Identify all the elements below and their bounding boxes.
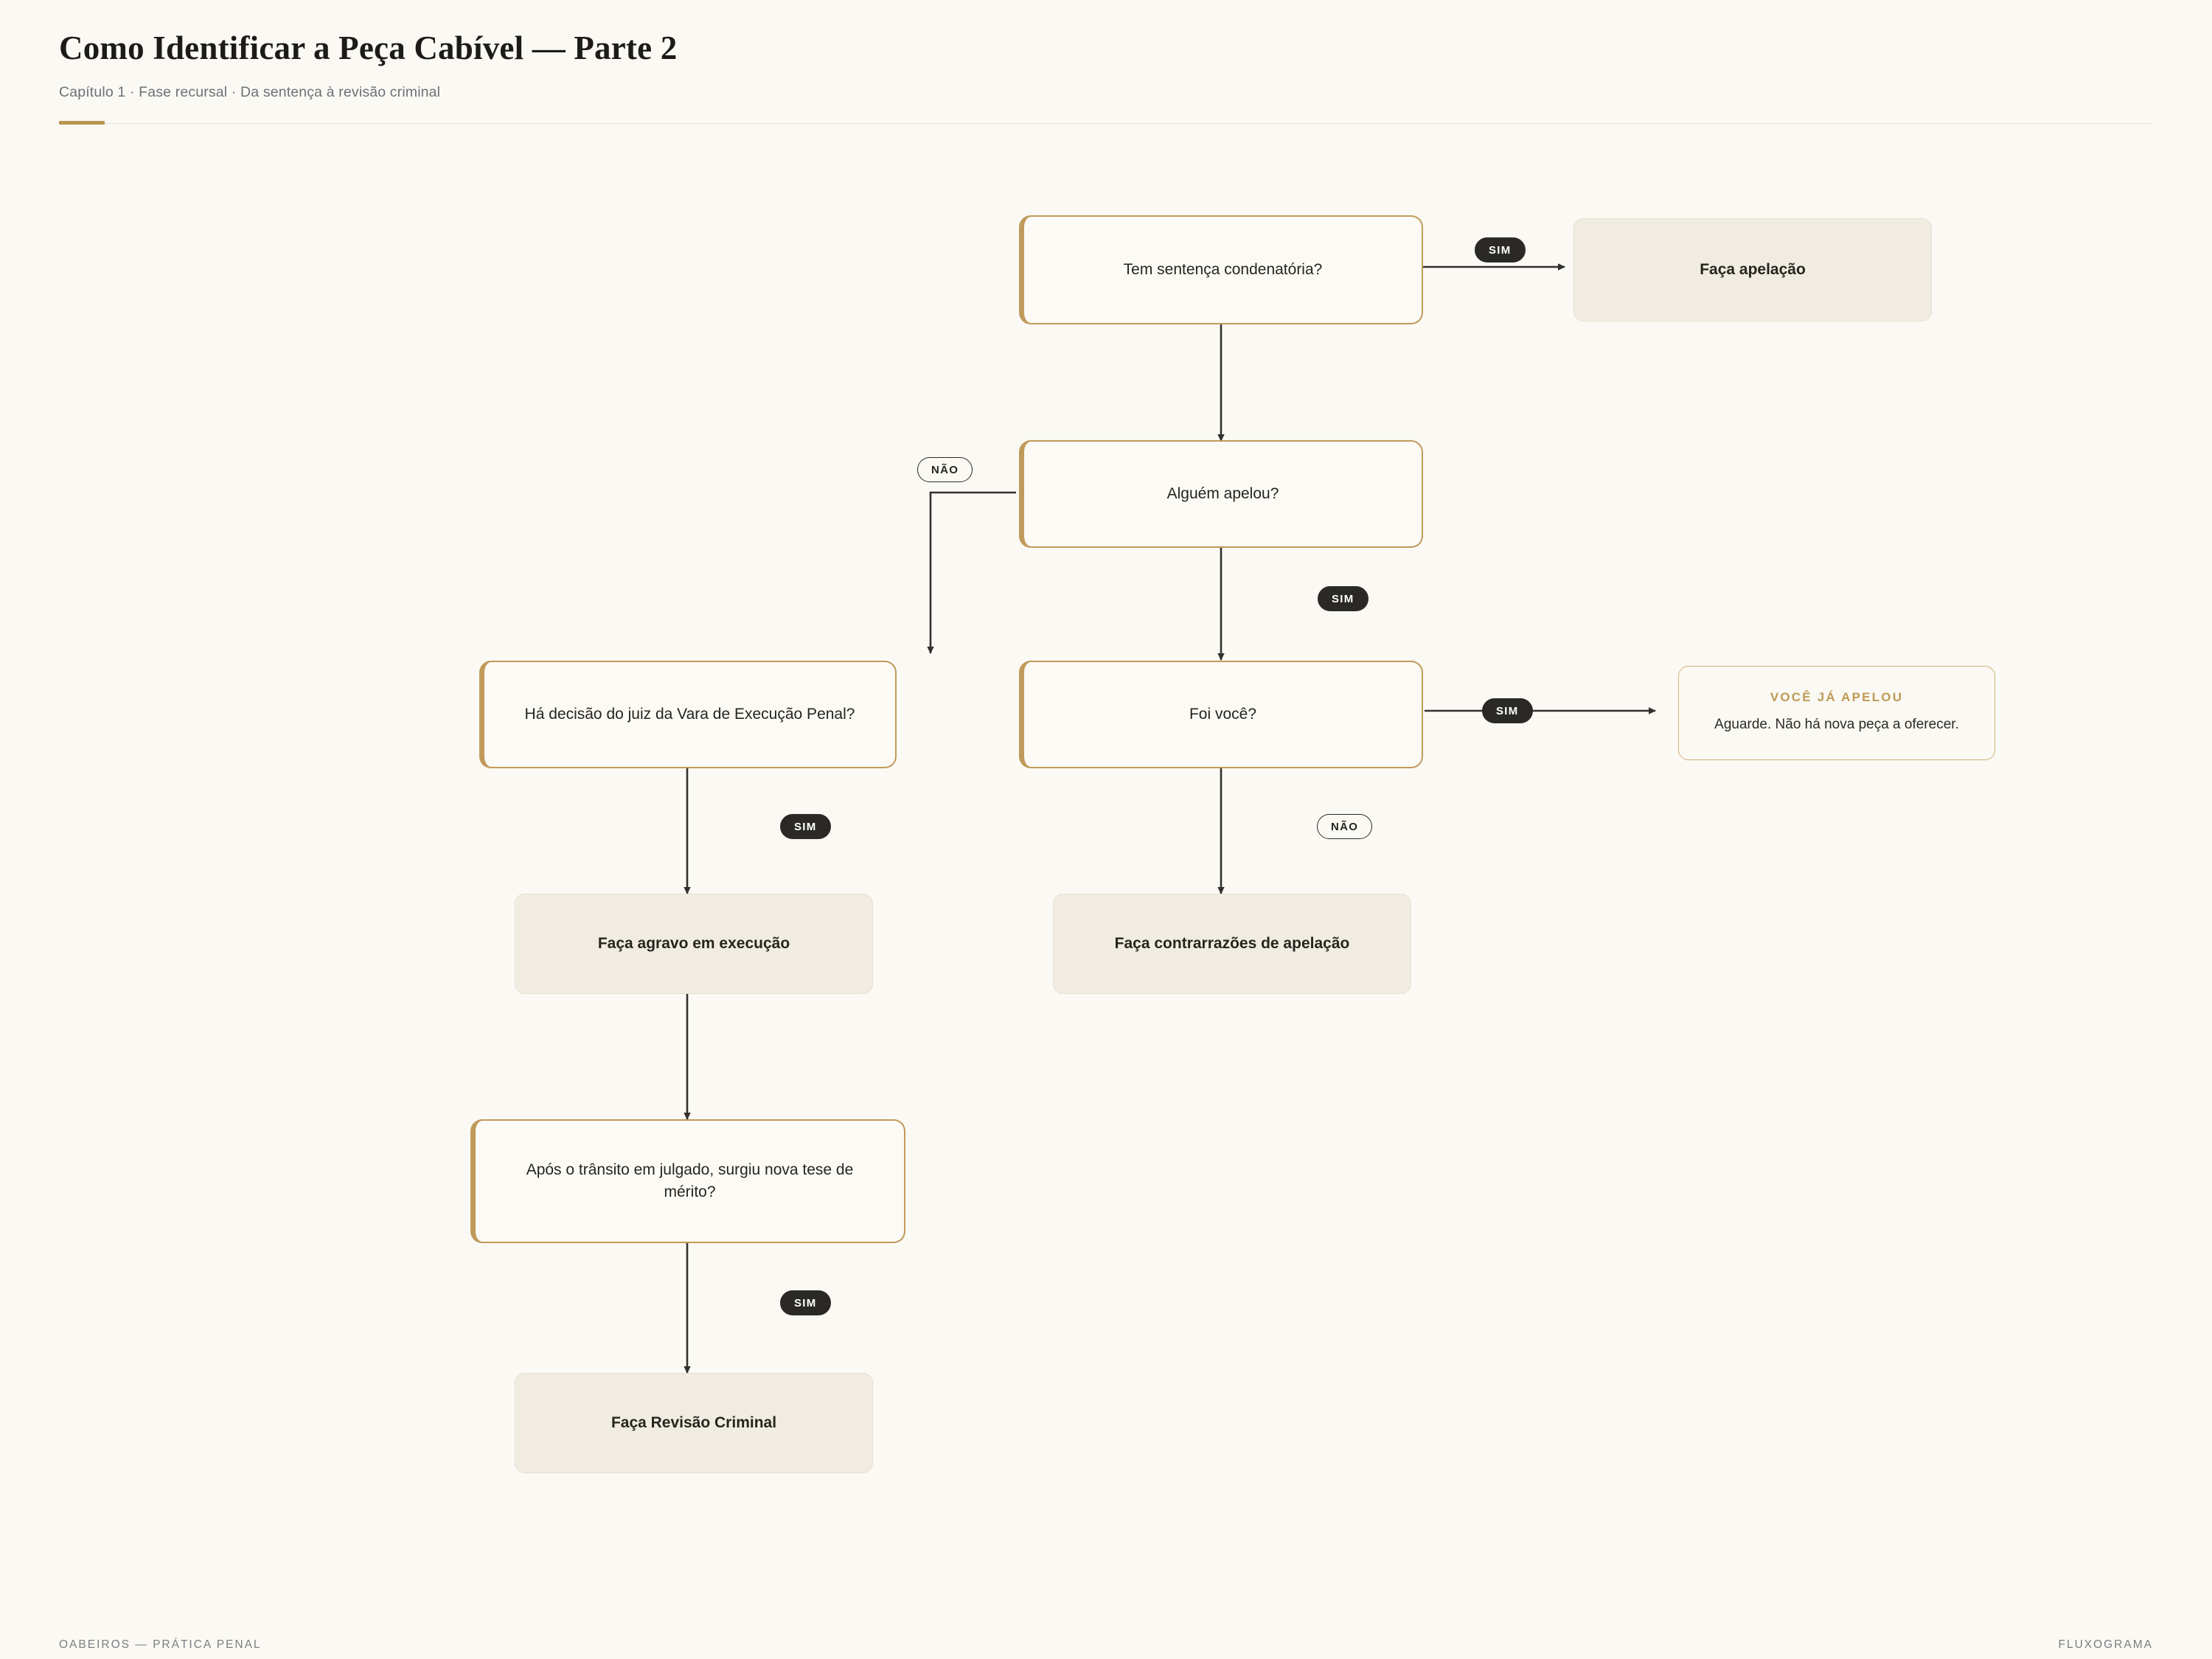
node-label: Faça agravo em execução (597, 934, 790, 952)
edge-label-sim-transito-revisao: SIM (780, 1290, 831, 1315)
edge-alguem-vep (927, 491, 1016, 654)
node-faca-agravo-em-execucao[interactable]: Faça agravo em execução (515, 894, 873, 994)
page-title: Como Identificar a Peça Cabível — Parte … (59, 29, 678, 66)
node-alguem-apelou[interactable]: Alguém apelou? (1019, 440, 1423, 548)
node-faca-revisao-criminal[interactable]: Faça Revisão Criminal (515, 1373, 873, 1473)
edge-label-text: NÃO (931, 463, 959, 476)
note-body: Aguarde. Não há nova peça a oferecer. (1714, 717, 1959, 733)
node-voce-ja-apelou-note: VOCÊ JÁ APELOU Aguarde. Não há nova peça… (1678, 666, 1995, 760)
node-nova-tese-de-merito[interactable]: Após o trânsito em julgado, surgiu nova … (470, 1119, 905, 1243)
edge-label-sim-sentenca-apelacao: SIM (1475, 237, 1526, 262)
node-faca-contrarrazoes-de-apelacao[interactable]: Faça contrarrazões de apelação (1053, 894, 1411, 994)
node-label: Faça Revisão Criminal (611, 1413, 777, 1431)
footer-left-text: OABEIROS — PRÁTICA PENAL (59, 1638, 262, 1651)
node-label: Após o trânsito em julgado, surgiu nova … (526, 1161, 854, 1200)
footer-right-text: FLUXOGRAMA (2058, 1638, 2153, 1651)
edge-label-sim-foivoce-note: SIM (1482, 698, 1533, 723)
edge-label-text: SIM (794, 820, 817, 833)
node-label: Foi você? (1189, 705, 1257, 723)
edge-label-text: NÃO (1331, 820, 1359, 833)
node-faca-apelacao[interactable]: Faça apelação (1573, 218, 1932, 321)
header-divider (59, 123, 2153, 124)
node-foi-voce[interactable]: Foi você? (1019, 661, 1423, 768)
node-label: Faça contrarrazões de apelação (1114, 934, 1350, 952)
edge-label-text: SIM (1496, 704, 1519, 717)
note-title: VOCÊ JÁ APELOU (1770, 690, 1904, 705)
node-ha-decisao-vep[interactable]: Há decisão do juiz da Vara de Execução P… (479, 661, 897, 768)
node-label: Tem sentença condenatória? (1123, 260, 1323, 278)
edge-label-text: SIM (794, 1296, 817, 1310)
node-label: Há decisão do juiz da Vara de Execução P… (524, 705, 855, 723)
node-label: Alguém apelou? (1166, 484, 1279, 502)
node-label: Faça apelação (1700, 260, 1806, 278)
edge-label-text: SIM (1332, 592, 1354, 605)
edge-label-sim-alguem-foivoce: SIM (1318, 586, 1368, 611)
edge-label-nao-foivoce-contrarrazoes: NÃO (1317, 814, 1373, 839)
edge-label-text: SIM (1489, 243, 1512, 257)
node-tem-sentenca-condenatoria[interactable]: Tem sentença condenatória? (1019, 215, 1423, 324)
edge-label-sim-vep-agravo: SIM (780, 814, 831, 839)
page-subtitle: Capítulo 1 · Fase recursal · Da sentença… (59, 83, 441, 100)
edge-label-nao-alguem-vep: NÃO (917, 457, 973, 482)
page-header: Como Identificar a Peça Cabível — Parte … (59, 29, 2153, 101)
header-accent-bar (59, 121, 105, 125)
